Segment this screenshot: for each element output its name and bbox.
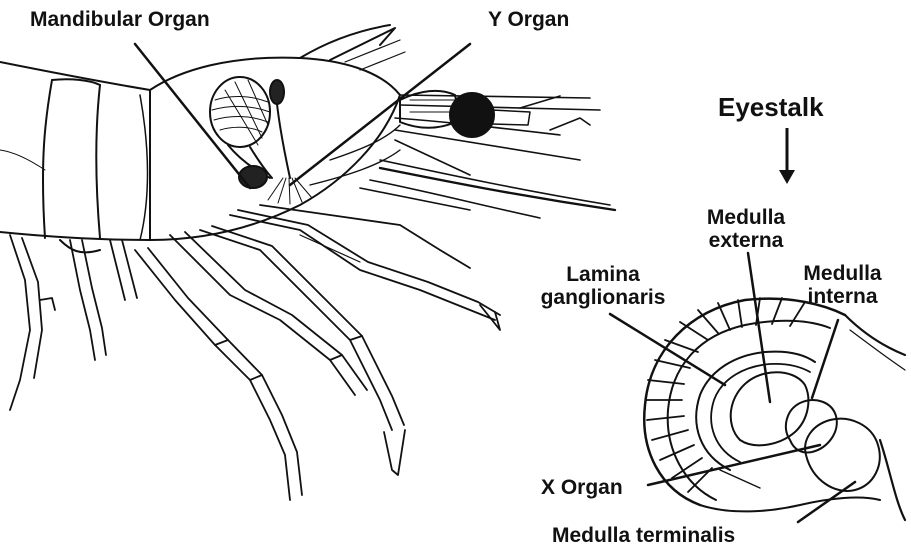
label-eyestalk: Eyestalk [718,92,824,122]
label-medulla-interna-line2: interna [790,285,895,308]
label-lamina-line2: ganglionaris [528,286,678,309]
lamina-ganglionaris [696,352,815,470]
shrimp-legs [10,205,500,500]
medulla-interna [786,400,837,452]
mandibular-organ-gland [210,77,272,188]
label-lamina-ganglionaris: Lamina ganglionaris [528,263,678,309]
label-lamina-line1: Lamina [528,263,678,286]
label-medulla-interna: Medulla interna [790,262,895,308]
shrimp-illustration [0,25,615,500]
label-x-organ: X Organ [541,476,623,499]
leader-medulla-interna [812,320,838,398]
label-medulla-externa-line2: externa [676,229,816,252]
eyestalk-section [644,298,905,520]
leader-y-organ [290,44,470,185]
compound-eye [450,93,494,137]
medulla-externa [731,372,809,445]
label-medulla-externa: Medulla externa [676,206,816,252]
label-mandibular-organ: Mandibular Organ [30,8,210,31]
label-medulla-terminalis: Medulla terminalis [552,524,735,547]
label-medulla-externa-line1: Medulla [676,206,816,229]
shrimp-abdomen [0,62,150,252]
eyestalk-arrow [779,128,795,184]
label-medulla-interna-line1: Medulla [790,262,895,285]
leader-medulla-terminalis [798,482,855,522]
medulla-terminalis-body [805,419,880,491]
label-y-organ: Y Organ [488,8,569,31]
leader-lamina [610,314,725,385]
leader-mandibular-organ [135,44,250,188]
shrimp-carapace [140,25,405,240]
